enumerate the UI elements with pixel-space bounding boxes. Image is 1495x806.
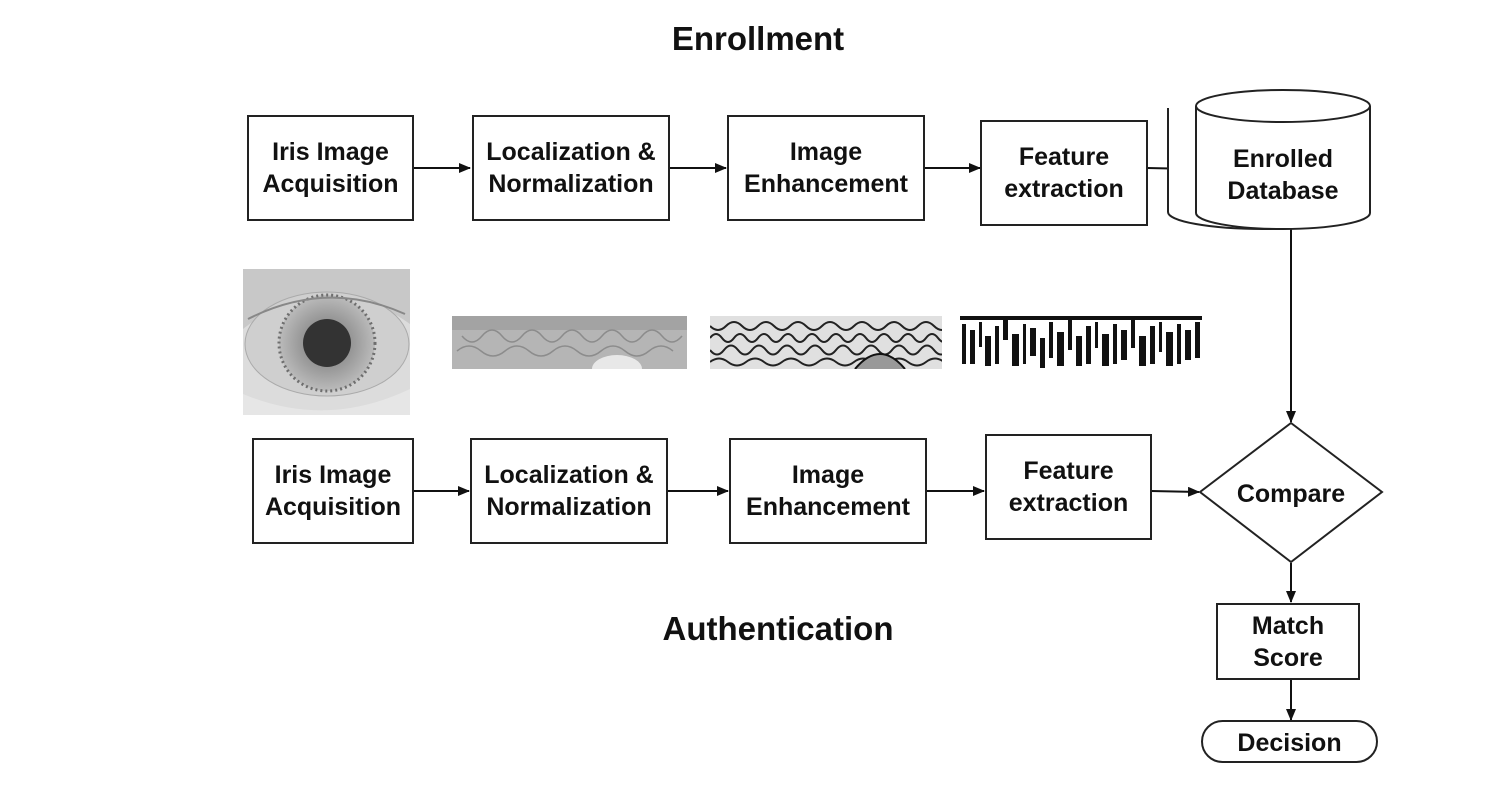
enroll-feature-extraction: Feature extraction [980, 120, 1148, 226]
decision-label: Decision [1237, 729, 1342, 757]
normalized-iris-strip [452, 316, 687, 369]
match-score-box: Match Score [1216, 603, 1360, 680]
enroll-iris-acquisition-label: Iris Image Acquisition [262, 138, 399, 198]
auth-iris-acquisition-label: Iris Image Acquisition [264, 461, 402, 521]
compare-diamond [1198, 421, 1384, 564]
decision-terminator [1201, 720, 1378, 763]
auth-localization-label: Localization & Normalization [484, 461, 654, 521]
enroll-feature-extraction-label: Feature extraction [1004, 143, 1124, 203]
enroll-iris-acquisition: Iris Image Acquisition [247, 115, 414, 221]
auth-enhancement: Image Enhancement [729, 438, 927, 544]
compare-label: Compare [1236, 480, 1346, 508]
enroll-enhancement-label: Image Enhancement [744, 138, 908, 198]
match-score-label: Match Score [1251, 611, 1325, 672]
authentication-title: Authentication [662, 610, 894, 647]
auth-feature-extraction-label: Feature extraction [1008, 457, 1129, 517]
enhanced-iris-strip [710, 316, 942, 369]
auth-localization: Localization & Normalization [470, 438, 668, 544]
binary-iris-code [960, 316, 1202, 369]
auth-iris-acquisition: Iris Image Acquisition [252, 438, 414, 544]
database-icon [1195, 89, 1371, 230]
auth-enhancement-label: Image Enhancement [746, 461, 910, 521]
eye-image [243, 269, 410, 415]
enroll-enhancement: Image Enhancement [727, 115, 925, 221]
enroll-localization-label: Localization & Normalization [486, 138, 656, 198]
auth-feature-extraction: Feature extraction [985, 434, 1152, 540]
enrolled-database-label: Enrolled Database [1227, 145, 1339, 205]
arrow-auth-4 [1150, 486, 1200, 497]
enrollment-title: Enrollment [671, 20, 845, 57]
enroll-localization: Localization & Normalization [472, 115, 670, 221]
